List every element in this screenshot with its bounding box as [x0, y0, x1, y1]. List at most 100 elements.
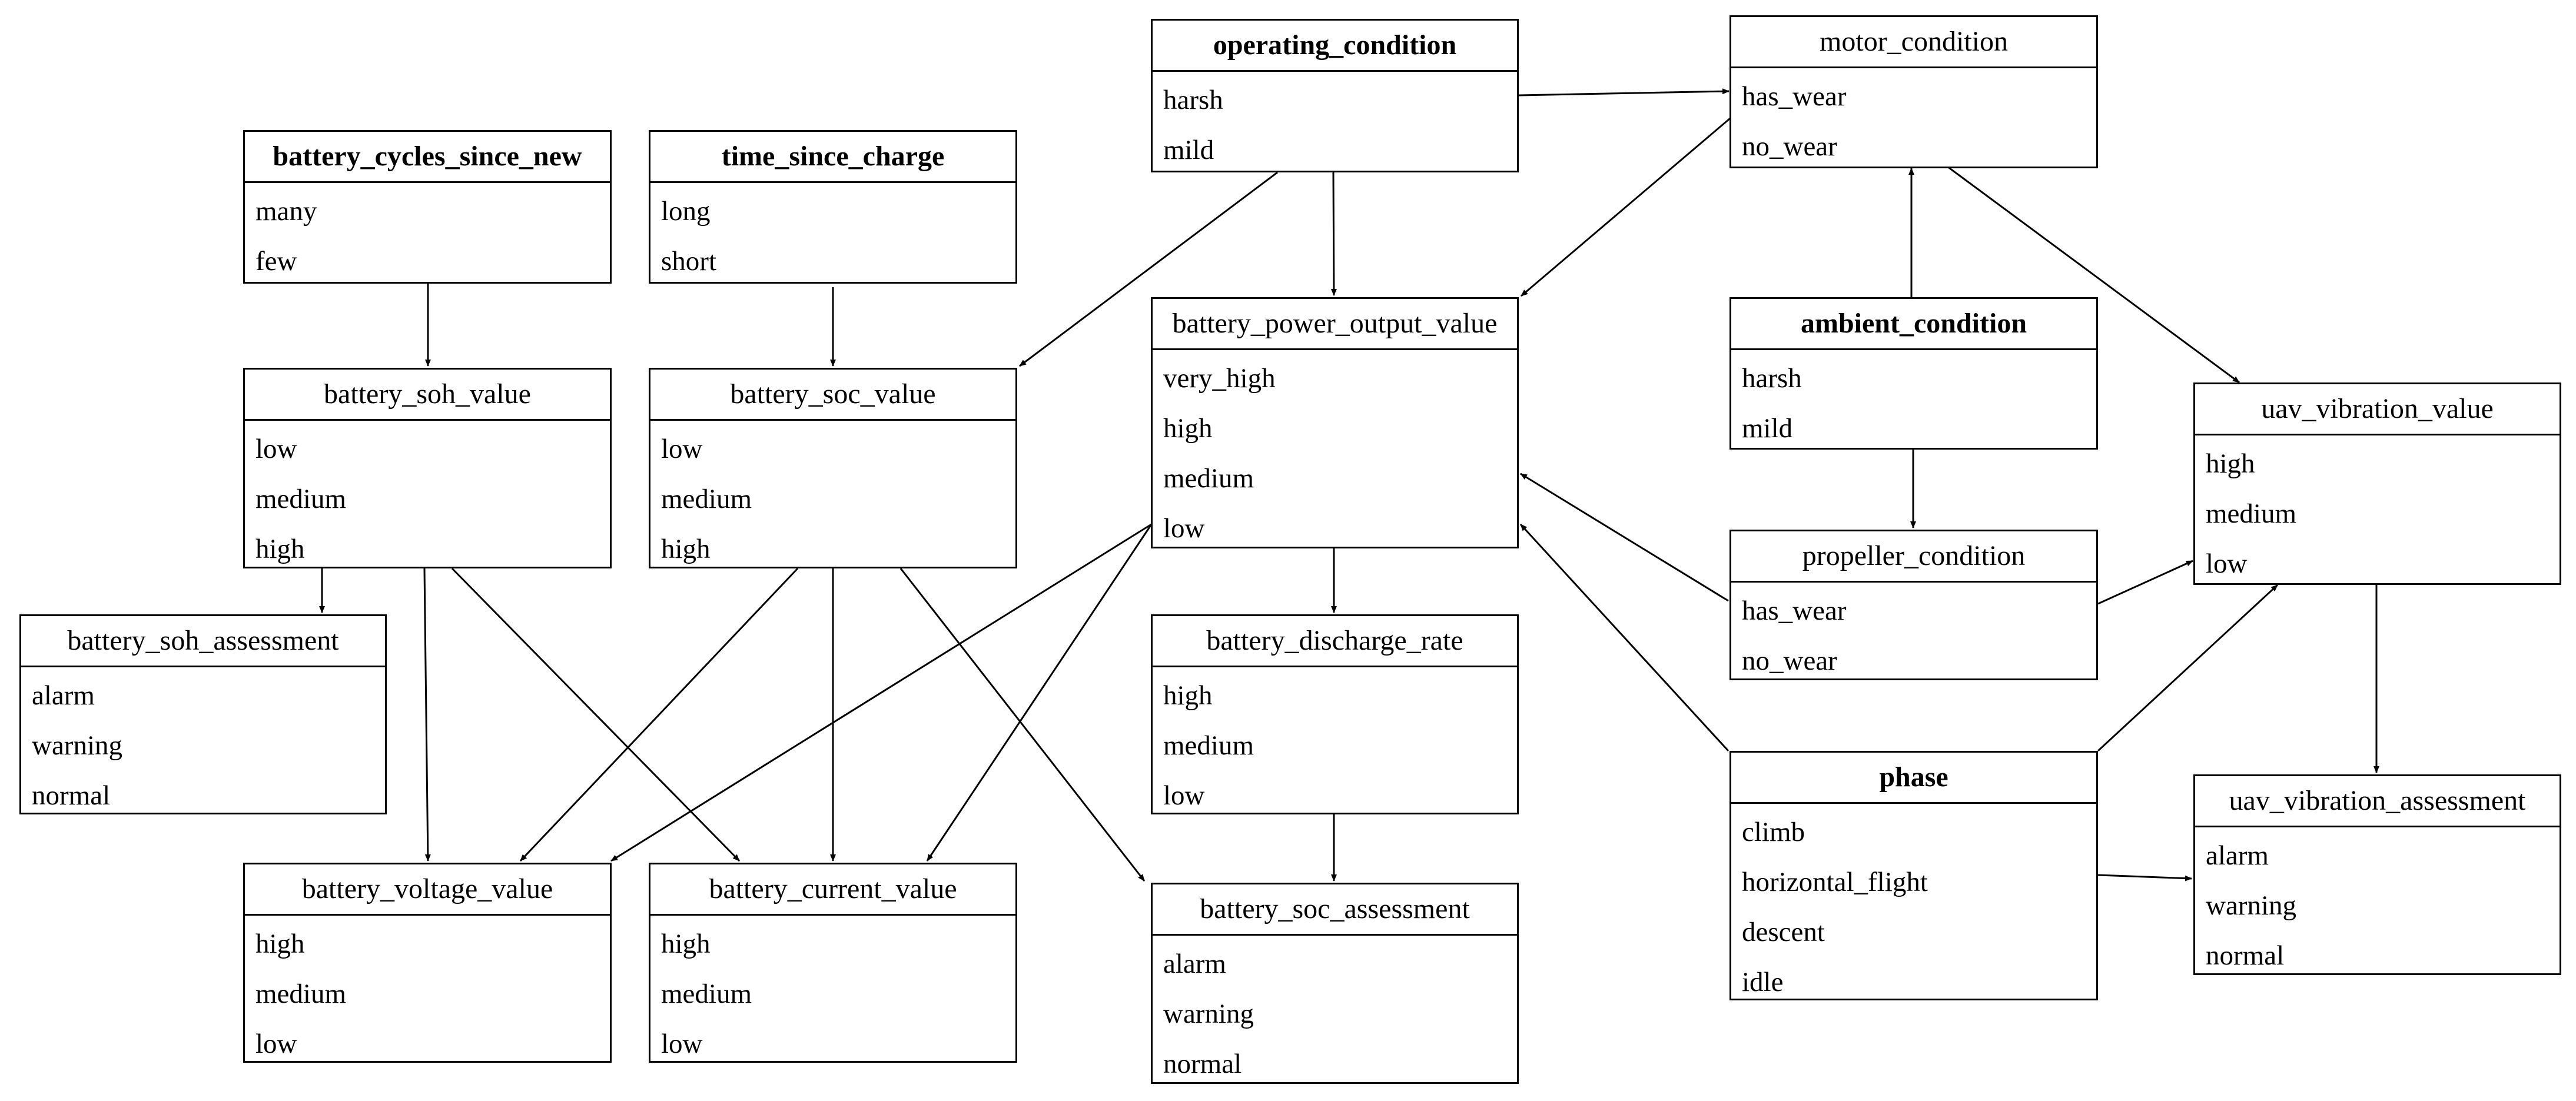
- node-state: low: [661, 1029, 703, 1059]
- node-states: high medium low: [1153, 667, 1517, 821]
- node-state: many: [255, 196, 317, 227]
- node-state: medium: [1163, 730, 1254, 761]
- node-title: battery_soc_value: [650, 370, 1015, 421]
- node-title: time_since_charge: [650, 132, 1015, 183]
- node-state: no_wear: [1742, 646, 1837, 676]
- node-battery_current_value: battery_current_value high medium low: [649, 863, 1017, 1063]
- node-states: very_high high medium low: [1153, 350, 1517, 554]
- node-state: medium: [255, 979, 347, 1009]
- node-battery_soc_assessment: battery_soc_assessment alarm warning nor…: [1151, 883, 1519, 1084]
- node-states: has_wear no_wear: [1731, 583, 2096, 686]
- node-uav_vibration_value: uav_vibration_value high medium low: [2193, 382, 2561, 585]
- edge-battery_soh_value-to-battery_current_value: [451, 567, 741, 862]
- node-battery_soc_value: battery_soc_value low medium high: [649, 368, 1017, 568]
- node-title: phase: [1731, 753, 2096, 804]
- node-state: high: [255, 929, 305, 959]
- node-states: alarm warning normal: [1153, 936, 1517, 1089]
- node-states: high medium low: [245, 916, 610, 1069]
- node-title: battery_soh_value: [245, 370, 610, 421]
- node-states: harsh mild: [1731, 350, 2096, 454]
- node-states: long short: [650, 183, 1015, 287]
- node-state: medium: [661, 484, 752, 514]
- node-state: high: [255, 534, 305, 564]
- node-state: medium: [1163, 463, 1254, 494]
- node-states: alarm warning normal: [21, 667, 385, 821]
- node-ambient_condition: ambient_condition harsh mild: [1729, 297, 2098, 450]
- node-title: battery_cycles_since_new: [245, 132, 610, 183]
- node-states: harsh mild: [1153, 72, 1517, 175]
- edge-propeller_condition-to-uav_vibration_value: [2097, 560, 2193, 605]
- node-title: battery_current_value: [650, 864, 1015, 916]
- node-state: warning: [2206, 890, 2297, 921]
- node-state: low: [1163, 513, 1205, 544]
- node-motor_condition: motor_condition has_wear no_wear: [1729, 15, 2098, 168]
- node-state: short: [661, 246, 716, 277]
- edge-operating_condition-to-battery_soc_value: [1019, 171, 1278, 367]
- node-states: high medium low: [2195, 435, 2560, 589]
- node-state: has_wear: [1742, 81, 1847, 112]
- edge-battery_soh_value-to-battery_voltage_value: [423, 568, 431, 861]
- node-state: low: [2206, 548, 2248, 579]
- node-state: alarm: [1163, 949, 1226, 979]
- node-state: harsh: [1163, 85, 1223, 115]
- node-state: climb: [1742, 817, 1805, 847]
- node-title: battery_soc_assessment: [1153, 884, 1517, 936]
- node-state: has_wear: [1742, 596, 1847, 626]
- node-state: mild: [1742, 413, 1793, 444]
- node-battery_soh_assessment: battery_soh_assessment alarm warning nor…: [19, 614, 387, 814]
- node-operating_condition: operating_condition harsh mild: [1151, 19, 1519, 172]
- edge-battery_power_output_value-to-battery_voltage_value: [610, 523, 1152, 862]
- node-battery_power_output_value: battery_power_output_value very_high hig…: [1151, 297, 1519, 548]
- node-state: normal: [2206, 940, 2285, 971]
- node-state: high: [2206, 448, 2255, 479]
- node-state: medium: [661, 979, 752, 1009]
- node-battery_soh_value: battery_soh_value low medium high: [243, 368, 612, 568]
- node-state: no_wear: [1742, 131, 1837, 162]
- node-state: medium: [255, 484, 347, 514]
- node-state: idle: [1742, 967, 1784, 997]
- node-states: low medium high: [650, 421, 1015, 574]
- node-time_since_charge: time_since_charge long short: [649, 130, 1017, 284]
- edge-operating_condition-to-motor_condition: [1518, 88, 1729, 97]
- node-title: propeller_condition: [1731, 531, 2096, 583]
- node-state: warning: [1163, 999, 1254, 1029]
- node-states: high medium low: [650, 916, 1015, 1069]
- node-state: low: [255, 1029, 297, 1059]
- node-propeller_condition: propeller_condition has_wear no_wear: [1729, 530, 2098, 680]
- node-state: high: [1163, 413, 1213, 444]
- node-state: normal: [1163, 1049, 1242, 1079]
- node-state: alarm: [2206, 840, 2269, 871]
- node-states: climb horizontal_flight descent idle: [1731, 804, 2096, 1007]
- edge-motor_condition-to-battery_power_output_value: [1521, 114, 1734, 297]
- node-title: battery_discharge_rate: [1153, 616, 1517, 667]
- node-state: alarm: [32, 680, 95, 711]
- node-states: low medium high: [245, 421, 610, 574]
- node-title: ambient_condition: [1731, 299, 2096, 350]
- node-title: uav_vibration_value: [2195, 384, 2560, 435]
- edge-battery_power_output_value-to-battery_current_value: [926, 524, 1153, 861]
- node-title: operating_condition: [1153, 21, 1517, 72]
- node-state: long: [661, 196, 711, 227]
- node-states: many few: [245, 183, 610, 287]
- node-battery_cycles_since_new: battery_cycles_since_new many few: [243, 130, 612, 284]
- node-title: uav_vibration_assessment: [2195, 776, 2560, 827]
- node-state: low: [661, 434, 703, 464]
- node-state: very_high: [1163, 363, 1276, 394]
- node-state: low: [1163, 780, 1205, 811]
- edge-operating_condition-to-battery_power_output_value: [1330, 172, 1337, 296]
- node-state: high: [661, 929, 711, 959]
- edge-propeller_condition-to-battery_power_output_value: [1520, 473, 1729, 602]
- node-battery_discharge_rate: battery_discharge_rate high medium low: [1151, 614, 1519, 814]
- node-title: battery_voltage_value: [245, 864, 610, 916]
- node-state: normal: [32, 780, 111, 811]
- node-state: warning: [32, 730, 123, 761]
- node-uav_vibration_assessment: uav_vibration_assessment alarm warning n…: [2193, 774, 2561, 975]
- edge-phase-to-battery_power_output_value: [1519, 523, 1729, 752]
- node-state: horizontal_flight: [1742, 867, 1928, 897]
- node-states: alarm warning normal: [2195, 827, 2560, 981]
- node-battery_voltage_value: battery_voltage_value high medium low: [243, 863, 612, 1063]
- node-state: medium: [2206, 498, 2297, 529]
- edge-battery_soc_value-to-battery_voltage_value: [519, 567, 799, 862]
